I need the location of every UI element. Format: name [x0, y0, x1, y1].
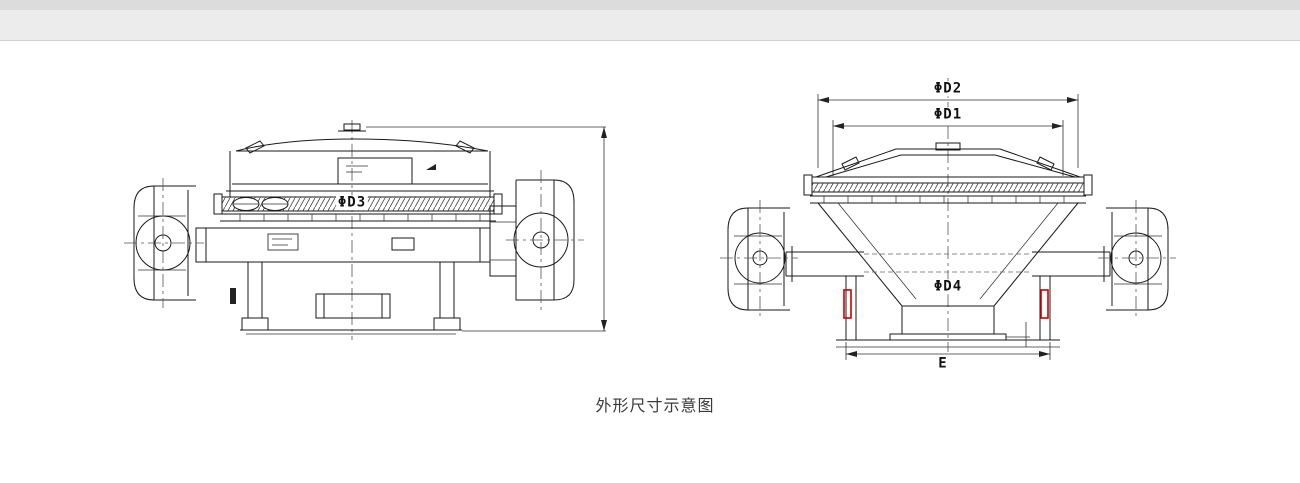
red-marker	[1040, 289, 1049, 319]
drawing-caption: 外形尺寸示意图	[595, 396, 715, 415]
cone-hopper	[817, 202, 1079, 307]
screen-band-right	[803, 174, 1093, 196]
upper-body	[226, 151, 494, 197]
d2-dimension	[817, 94, 1079, 168]
motor-bracket	[489, 205, 517, 277]
e-dimension	[845, 342, 1051, 360]
dim-label-d1: ΦD1	[931, 106, 965, 123]
dim-label-e: E	[936, 355, 950, 372]
center-pedestal	[315, 293, 391, 319]
red-marker	[230, 288, 236, 304]
d1-dimension	[832, 120, 1064, 176]
flange-ring	[220, 213, 496, 222]
top-strip	[0, 0, 1300, 10]
height-dimension	[366, 126, 607, 332]
left-motor-right-view	[720, 200, 798, 318]
nameplate	[267, 233, 299, 251]
screen-band	[213, 193, 503, 215]
dome-lid	[235, 138, 489, 154]
beam-right-view	[785, 246, 1111, 282]
dim-label-d2: ΦD2	[931, 80, 965, 97]
right-motor-right-view	[1098, 200, 1176, 318]
outlet-and-legs	[836, 276, 1060, 348]
left-motor	[124, 178, 204, 308]
red-marker	[843, 289, 852, 319]
right-motor	[489, 170, 584, 310]
top-cover	[815, 142, 1081, 178]
right-view-drawing	[720, 78, 1176, 360]
lid-knob	[338, 123, 366, 132]
flange-ring-right	[810, 195, 1086, 204]
base-stand	[230, 262, 462, 335]
main-beam	[195, 227, 491, 263]
dim-label-d4: ΦD4	[931, 278, 965, 295]
left-view-drawing	[124, 120, 607, 340]
dim-label-d3: ΦD3	[335, 194, 369, 211]
